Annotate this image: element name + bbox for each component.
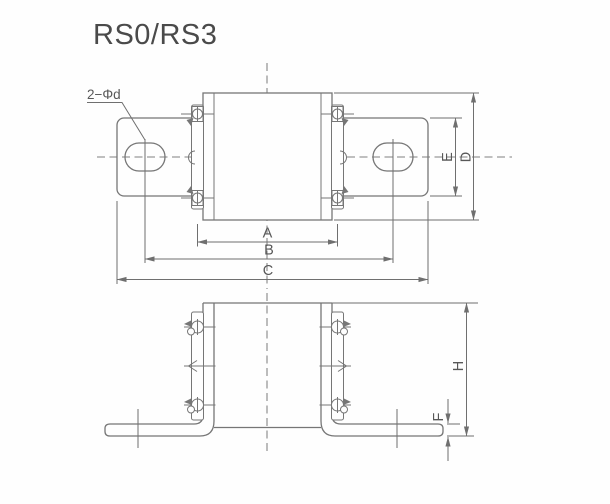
bolt-icon xyxy=(321,106,354,126)
mounting-hole-right xyxy=(372,142,414,172)
clamp-plate-left xyxy=(191,104,204,210)
bolt-icon xyxy=(184,319,216,336)
dim-label-B: B xyxy=(264,243,274,259)
dim-label-C: C xyxy=(263,263,273,279)
bracket-foot-left xyxy=(104,303,215,437)
fuse-top-view: 2−Φd A B C E D xyxy=(87,63,512,289)
spring-clip-right xyxy=(319,360,351,372)
page-title: RS0/RS3 xyxy=(93,19,217,51)
bolt-icon xyxy=(184,397,216,414)
fuse-side-view: H F xyxy=(104,293,478,461)
dim-label-E: E xyxy=(440,152,456,162)
bolt-icon xyxy=(181,186,214,206)
dim-label-D: D xyxy=(459,152,475,162)
hole-callout-leader xyxy=(87,102,146,141)
bolt-icon xyxy=(181,106,214,126)
dim-label-A: A xyxy=(263,226,273,242)
hole-callout-label: 2−Φd xyxy=(87,87,121,102)
clamp-plate-right xyxy=(331,104,344,210)
dim-label-F: F xyxy=(431,412,447,421)
spring-clip-right xyxy=(339,150,347,165)
dim-label-H: H xyxy=(451,361,467,371)
bolt-icon xyxy=(319,319,351,336)
bolt-icon xyxy=(319,397,351,414)
bracket-foot-right xyxy=(320,303,444,437)
spring-clip-left xyxy=(188,150,196,165)
bolt-icon xyxy=(321,186,354,206)
spring-clip-left xyxy=(184,360,216,372)
fuse-body xyxy=(202,92,333,221)
mounting-hole-left xyxy=(124,142,166,172)
